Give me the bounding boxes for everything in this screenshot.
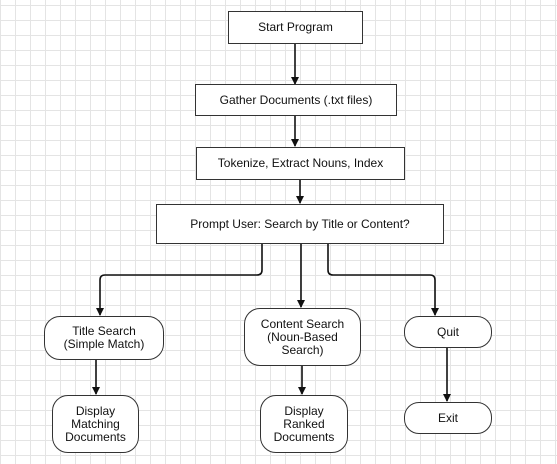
node-tokenize-extract-index[interactable]: Tokenize, Extract Nouns, Index [196, 147, 405, 180]
node-gather-documents[interactable]: Gather Documents (.txt files) [195, 84, 397, 116]
node-display-matching[interactable]: Display Matching Documents [52, 395, 139, 453]
node-prompt-user[interactable]: Prompt User: Search by Title or Content? [156, 204, 444, 244]
node-display-ranked[interactable]: Display Ranked Documents [260, 395, 348, 453]
node-gather-documents-label: Gather Documents (.txt files) [219, 92, 373, 107]
node-tokenize-extract-index-label: Tokenize, Extract Nouns, Index [217, 156, 384, 170]
node-quit-label: Quit [436, 324, 459, 339]
node-title-search[interactable]: Title Search (Simple Match) [44, 316, 164, 360]
node-prompt-user-label: Prompt User: Search by Title or Content? [190, 216, 410, 231]
edge-prompt-to-quit [327, 244, 439, 316]
node-content-search[interactable]: Content Search (Noun-Based Search) [244, 308, 361, 366]
edge-prompt-to-title-search [96, 244, 263, 316]
node-title-search-label: Title Search (Simple Match) [63, 324, 145, 351]
node-start-program[interactable]: Start Program [228, 11, 363, 44]
node-display-ranked-label: Display Ranked Documents [273, 403, 335, 444]
node-start-program-label: Start Program [258, 20, 333, 34]
node-quit[interactable]: Quit [404, 316, 492, 348]
node-content-search-label: Content Search (Noun-Based Search) [260, 316, 345, 357]
node-exit[interactable]: Exit [404, 402, 492, 434]
node-display-matching-label: Display Matching Documents [65, 403, 126, 444]
node-exit-label: Exit [437, 410, 458, 425]
